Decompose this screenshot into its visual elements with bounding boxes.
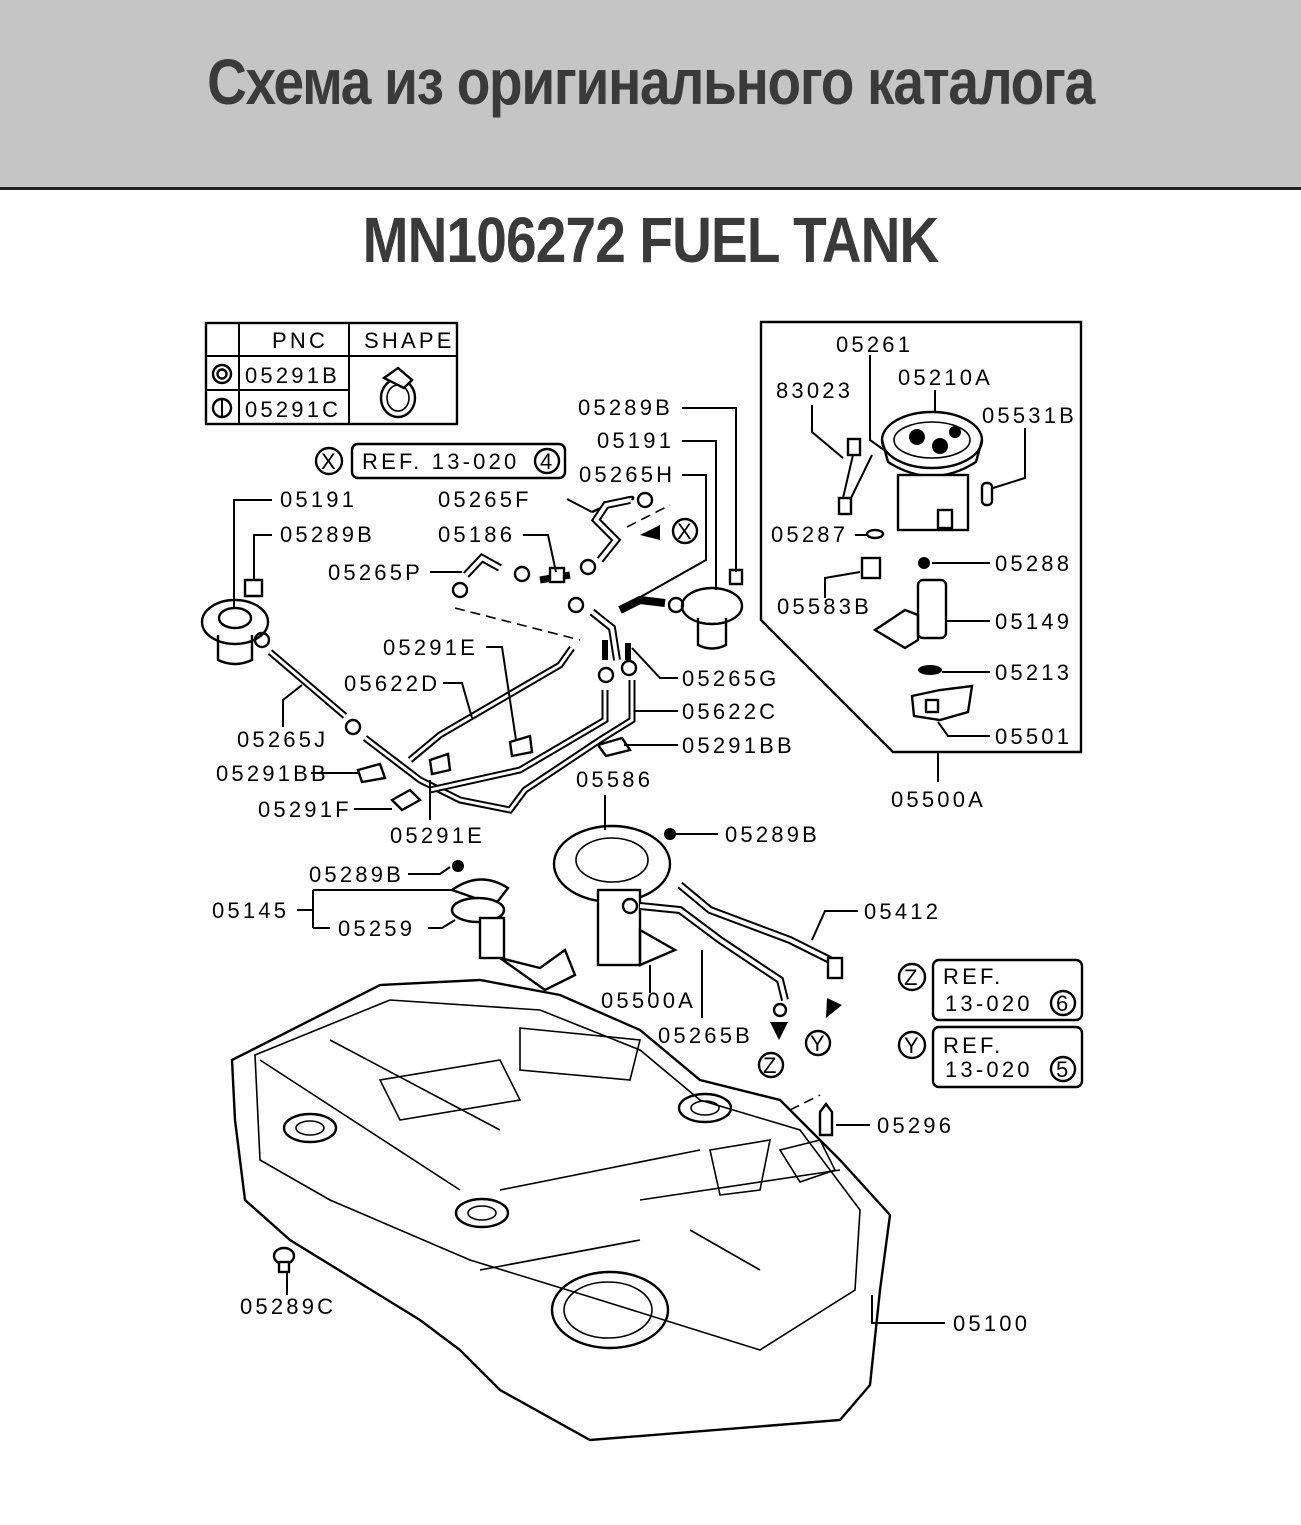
part-label: 05186: [438, 522, 515, 547]
svg-text:REF.: REF.: [943, 1033, 1003, 1058]
legend-pnc-05291c: 05291C: [245, 397, 341, 422]
part-label: 05291E: [383, 635, 478, 660]
part-label: 05289B: [578, 395, 673, 420]
part-label: 05412: [864, 899, 941, 924]
part-label: 05501: [995, 724, 1072, 749]
small-fasteners: [272, 1094, 834, 1274]
svg-text:5: 5: [1056, 1057, 1068, 1082]
svg-text:13-020: 13-020: [945, 991, 1033, 1016]
svg-text:Z: Z: [904, 965, 917, 990]
legend-pnc-05291b: 05291B: [245, 363, 340, 388]
part-label: 05291BB: [682, 733, 795, 758]
part-label: 05500A: [601, 988, 696, 1013]
part-label: 05622D: [344, 671, 440, 696]
svg-text:X: X: [321, 449, 336, 474]
left-cap-assembly: [200, 578, 362, 736]
part-label: 05583B: [777, 594, 872, 619]
part-label: 05289B: [309, 862, 404, 887]
part-label: 05586: [576, 767, 653, 792]
part-label: 05191: [597, 428, 674, 453]
part-label: 05100: [953, 1311, 1030, 1336]
part-label: 05261: [836, 332, 913, 357]
ref-x-callout: X REF. 13-020 4: [314, 442, 567, 480]
ref-y-callout: Y REF. 13-020 5: [897, 1025, 1084, 1089]
svg-text:X: X: [677, 519, 692, 544]
split-circle-clamp-icon: [211, 397, 233, 419]
part-label: 05289C: [240, 1294, 336, 1319]
part-label: 05191: [280, 487, 357, 512]
part-label: 05265B: [658, 1023, 753, 1048]
ref-x-text: REF. 13-020: [362, 449, 520, 474]
part-label: 05145: [212, 898, 289, 923]
part-label: 05289B: [280, 522, 375, 547]
part-label: 05265P: [328, 560, 423, 585]
banner-title: Схема из оригинального каталога: [207, 46, 1095, 118]
part-label: 05291F: [258, 797, 352, 822]
part-label: 05291E: [390, 823, 485, 848]
ref-z-callout: Z REF. 13-020 6: [897, 958, 1084, 1022]
svg-text:13-020: 13-020: [945, 1057, 1033, 1082]
part-label: 05288: [995, 551, 1072, 576]
part-label: 05500A: [891, 787, 986, 812]
legend-header-pnc: PNC: [272, 328, 328, 353]
svg-text:REF.: REF.: [943, 964, 1003, 989]
part-label: 05265F: [438, 487, 532, 512]
part-label: 05265G: [682, 666, 780, 691]
svg-text:4: 4: [540, 449, 552, 474]
fuel-tank-body: [230, 978, 892, 1442]
svg-text:Y: Y: [904, 1033, 919, 1058]
diagram-title: MN106272 FUEL TANK: [362, 204, 940, 276]
part-label: 05622C: [682, 699, 778, 724]
part-label: 83023: [776, 378, 853, 403]
leader-lines: [233, 355, 1026, 1324]
fuel-sender-assembly: [449, 860, 577, 992]
part-label: 05265J: [237, 727, 328, 752]
part-label: 05531B: [982, 403, 1077, 428]
legend-header-shape: SHAPE: [364, 328, 455, 353]
part-label: 05287: [771, 522, 848, 547]
hose-clamp-icon: [379, 366, 417, 419]
legend-table: PNC SHAPE 05291B 05291C: [204, 321, 459, 426]
pump-assembly-inset: [759, 320, 1083, 782]
part-label: 05259: [338, 916, 415, 941]
double-circle-clamp-icon: [211, 363, 233, 385]
part-label: 05265H: [579, 462, 675, 487]
part-label: 05296: [877, 1113, 954, 1138]
part-labels: 05261 05210A 83023 05531B 05287 05288 05…: [212, 332, 1077, 1336]
svg-text:6: 6: [1056, 991, 1068, 1016]
part-label: 05210A: [898, 365, 993, 390]
main-pump-assembly: Z Y: [552, 824, 844, 1079]
part-label: 05149: [995, 609, 1072, 634]
part-label: 05213: [995, 660, 1072, 685]
catalog-banner: Схема из оригинального каталога: [0, 0, 1301, 190]
svg-text:Y: Y: [810, 1031, 825, 1056]
pipe-network: X: [356, 491, 744, 814]
part-label: 05289B: [725, 822, 820, 847]
part-label: 05291BB: [216, 761, 329, 786]
svg-text:Z: Z: [763, 1053, 776, 1078]
